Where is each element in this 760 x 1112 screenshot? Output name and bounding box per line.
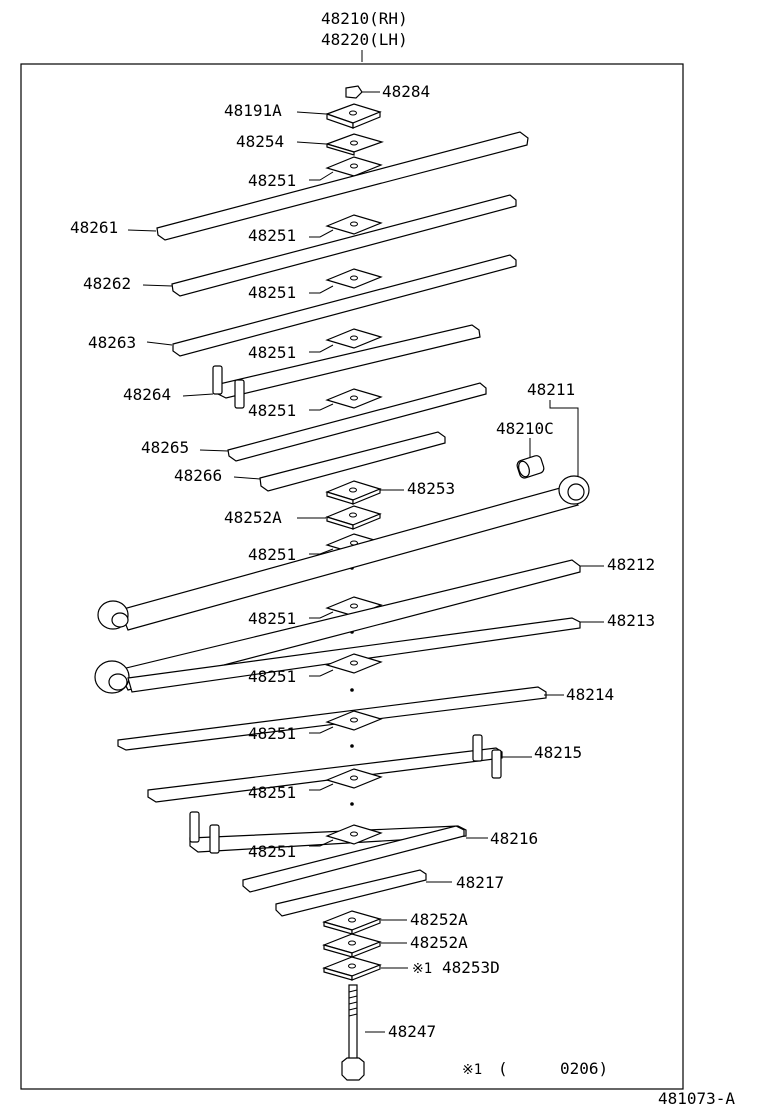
part-48217-leaf[interactable]: 48217 xyxy=(242,825,504,917)
part-48252A-plate[interactable]: 48252A xyxy=(322,910,468,935)
part-48251-spacer[interactable]: 48251 xyxy=(248,824,383,861)
part-48214-leaf[interactable]: 48214 xyxy=(117,685,614,751)
label-48212: 48212 xyxy=(607,555,655,574)
label-48254: 48254 xyxy=(236,132,284,151)
label-48251-10: 48251 xyxy=(248,783,296,802)
part-48254-plate[interactable]: 48254 xyxy=(236,132,384,156)
part-48261-leaf[interactable]: 48261 xyxy=(70,131,529,241)
part-48253-plate[interactable]: 48253 xyxy=(325,479,455,505)
part-48266-leaf[interactable]: 48266 xyxy=(174,431,446,492)
label-48251-1: 48251 xyxy=(248,171,296,190)
label-48252A-1: 48252A xyxy=(224,508,282,527)
part-48213-leaf[interactable]: 48213 xyxy=(94,559,655,694)
part-48210C-bushing[interactable]: 48210C xyxy=(496,419,554,479)
label-48214: 48214 xyxy=(566,685,614,704)
part-48251-spacer[interactable]: 48251 xyxy=(248,596,383,628)
label-48253: 48253 xyxy=(407,479,455,498)
label-48216: 48216 xyxy=(490,829,538,848)
label-48251-3: 48251 xyxy=(248,283,296,302)
part-48262-leaf[interactable]: 48262 xyxy=(83,194,517,297)
part-48251-spacer[interactable]: 48251 xyxy=(248,156,383,190)
label-48264: 48264 xyxy=(123,385,171,404)
part-48265-leaf[interactable]: 48265 xyxy=(141,382,487,462)
assembly-label-rh[interactable]: 48210(RH) xyxy=(321,9,408,28)
label-48284: 48284 xyxy=(382,82,430,101)
part-48251-spacer[interactable]: 48251 xyxy=(248,328,383,362)
footnote: ※1 ( 0206) xyxy=(462,1059,608,1078)
label-48213: 48213 xyxy=(607,611,655,630)
part-48251-spacer[interactable]: 48251 xyxy=(248,214,383,245)
label-48211: 48211 xyxy=(527,380,575,399)
footnote-paren: ( xyxy=(498,1059,508,1078)
part-48251-spacer[interactable]: 48251 xyxy=(248,268,383,302)
part-48251-spacer[interactable]: 48251 xyxy=(248,653,383,686)
part-48251-spacer[interactable]: 48251 xyxy=(248,388,383,420)
part-48212-main-leaf[interactable]: 48212 xyxy=(97,475,655,631)
label-48266: 48266 xyxy=(174,466,222,485)
part-48216-leaf-with-clips[interactable]: 48216 xyxy=(189,811,538,854)
label-48252A-2: 48252A xyxy=(410,910,468,929)
label-48251-6: 48251 xyxy=(248,545,296,564)
label-48247: 48247 xyxy=(388,1022,436,1041)
label-48262: 48262 xyxy=(83,274,131,293)
label-48265: 48265 xyxy=(141,438,189,457)
part-48251-spacer[interactable]: 48251 xyxy=(248,768,383,802)
part-48252A-plate[interactable]: 48252A xyxy=(224,505,382,530)
diagram-frame xyxy=(20,63,684,1090)
footnote-range: 0206) xyxy=(560,1059,608,1078)
label-48253D: 48253D xyxy=(442,958,500,977)
part-48253D-plate[interactable]: ※1 48253D xyxy=(322,956,500,981)
part-48191A-pad[interactable]: 48191A xyxy=(224,101,382,129)
figure-code: 481073-A xyxy=(658,1089,735,1108)
label-48251-5: 48251 xyxy=(248,401,296,420)
part-48251-spacer[interactable]: 48251 xyxy=(248,710,383,743)
label-48215: 48215 xyxy=(534,743,582,762)
label-48251-11: 48251 xyxy=(248,842,296,861)
part-48215-leaf-with-clips[interactable]: 48215 xyxy=(147,734,582,803)
label-48251-2: 48251 xyxy=(248,226,296,245)
label-48210C: 48210C xyxy=(496,419,554,438)
assembly-label-lh[interactable]: 48220(LH) xyxy=(321,30,408,49)
label-48252A-3: 48252A xyxy=(410,933,468,952)
part-48264-leaf-with-clips[interactable]: 48264 xyxy=(123,324,481,409)
part-48247-center-bolt[interactable]: 48247 xyxy=(341,984,436,1081)
label-48251-7: 48251 xyxy=(248,609,296,628)
label-48251-8: 48251 xyxy=(248,667,296,686)
part-48263-leaf[interactable]: 48263 xyxy=(88,254,517,357)
part-48252A-plate[interactable]: 48252A xyxy=(322,933,468,958)
label-48261: 48261 xyxy=(70,218,118,237)
label-48251-4: 48251 xyxy=(248,343,296,362)
part-48284-nut[interactable]: 48284 xyxy=(345,82,430,101)
part-48211-bushing-assembly: 48211 xyxy=(527,380,579,478)
label-48217: 48217 xyxy=(456,873,504,892)
label-48263: 48263 xyxy=(88,333,136,352)
footnote-marker: ※1 xyxy=(462,1062,482,1078)
label-48251-9: 48251 xyxy=(248,724,296,743)
label-note-mark: ※1 xyxy=(412,961,432,977)
label-48191A: 48191A xyxy=(224,101,282,120)
